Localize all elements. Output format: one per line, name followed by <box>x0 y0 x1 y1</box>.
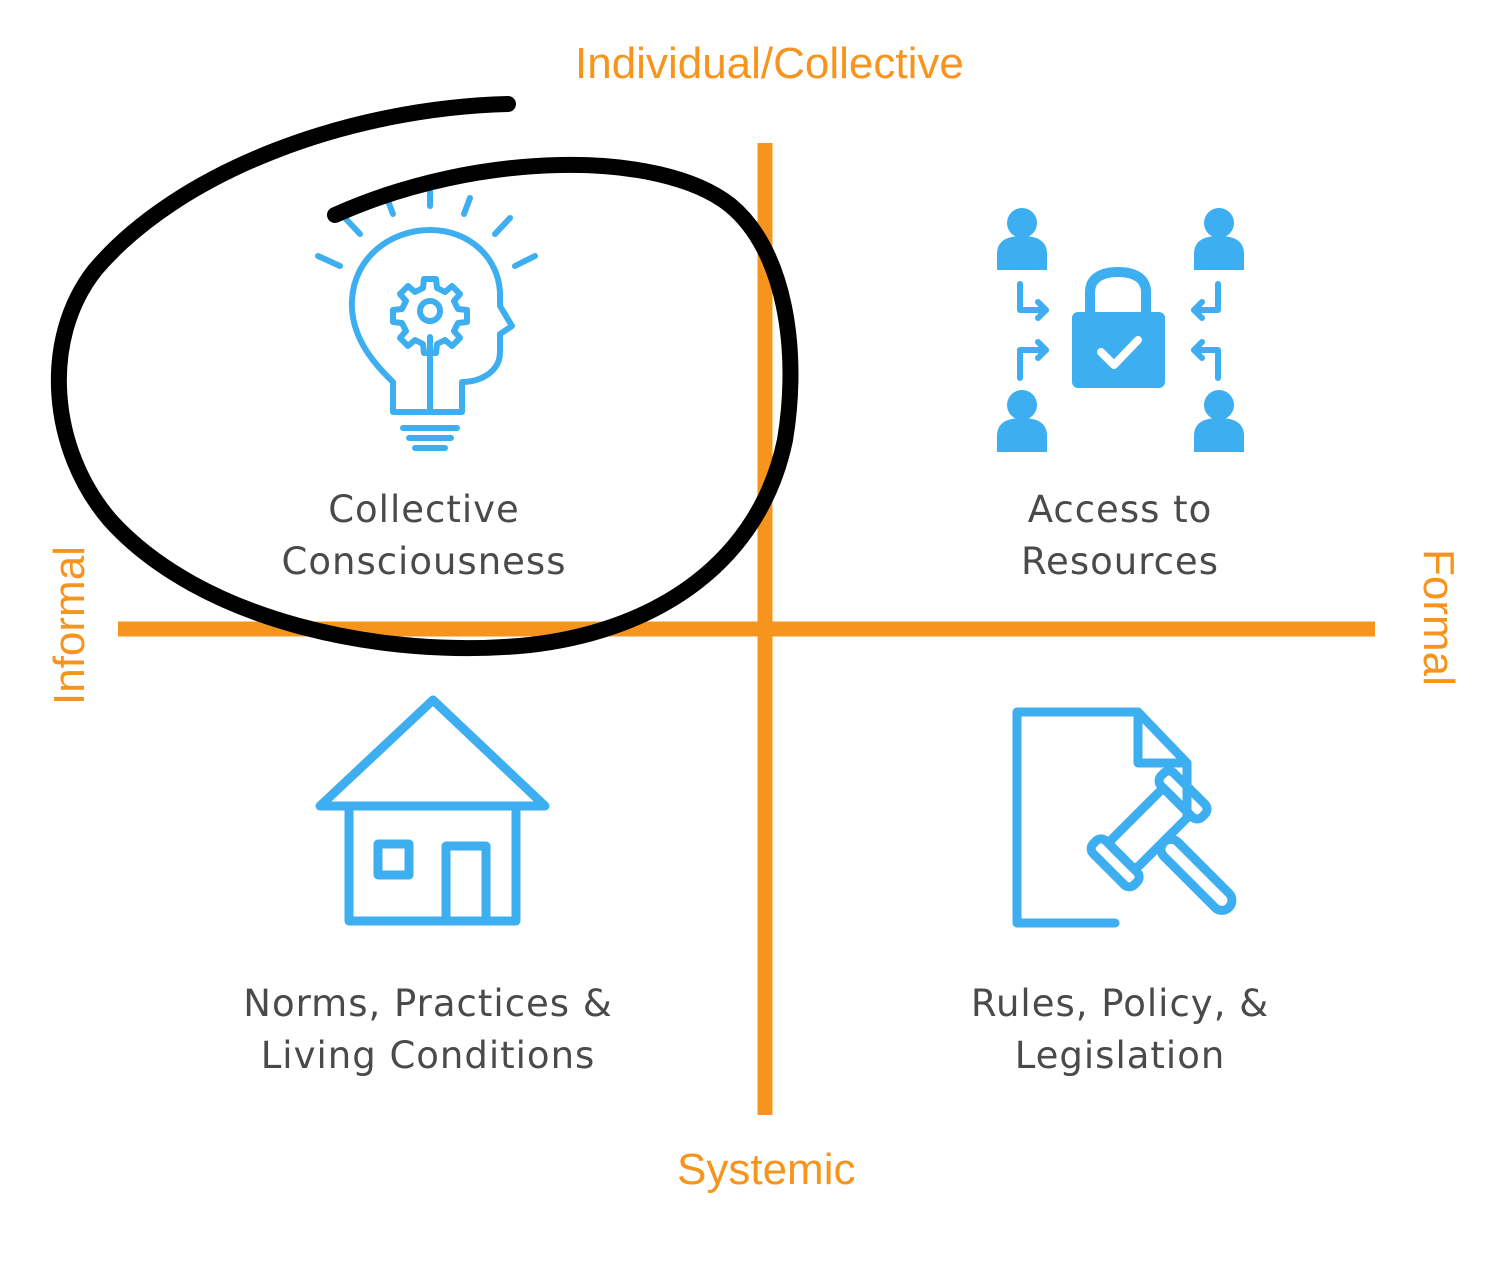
axis-label-left: Informal <box>45 546 94 705</box>
people-lock-exchange-icon <box>997 208 1244 452</box>
document-gavel-icon <box>1012 707 1237 928</box>
quadrant-label-line: Norms, Practices & <box>243 982 613 1025</box>
quadrant-label-norms-practices: Norms, Practices & Living Conditions <box>168 978 688 1082</box>
highlight-circle <box>50 96 799 657</box>
quadrant-label-access-to-resources: Access to Resources <box>920 484 1320 588</box>
axis-label-right: Formal <box>1414 549 1463 686</box>
house-icon <box>315 695 550 926</box>
lightbulb-head-gear-icon <box>315 187 538 451</box>
quadrant-label-rules-policy: Rules, Policy, & Legislation <box>880 978 1360 1082</box>
quadrant-label-line: Collective <box>328 488 520 531</box>
quadrant-label-collective-consciousness: Collective Consciousness <box>224 484 624 588</box>
quadrant-label-line: Legislation <box>1014 1034 1226 1077</box>
quadrant-label-line: Rules, Policy, & <box>970 982 1270 1025</box>
quadrant-label-line: Access to <box>1027 488 1213 531</box>
axis-label-top: Individual/Collective <box>575 39 964 88</box>
quadrant-label-line: Living Conditions <box>260 1034 596 1077</box>
quadrant-label-line: Consciousness <box>281 540 567 583</box>
axis-label-bottom: Systemic <box>677 1145 856 1194</box>
quadrant-label-line: Resources <box>1021 540 1219 583</box>
